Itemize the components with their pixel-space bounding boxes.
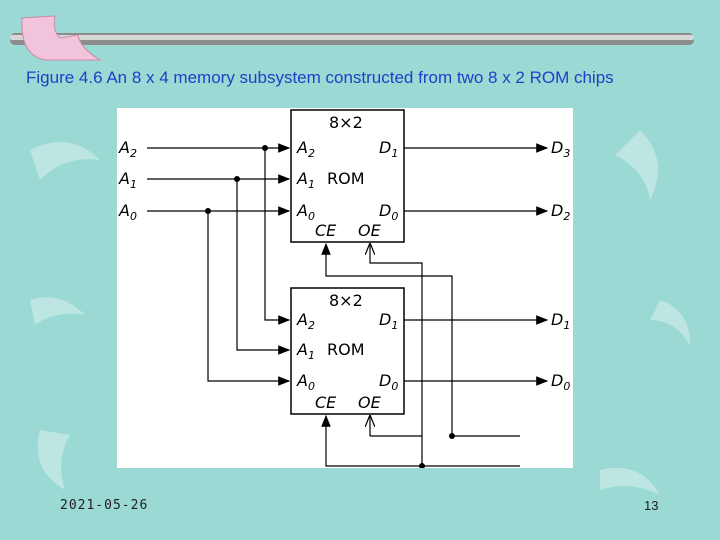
chip-bottom-pin-a0: A0 xyxy=(296,371,315,393)
input-label-a0: A0 xyxy=(118,201,137,223)
chip-top-pin-a1: A1 xyxy=(296,169,315,191)
chip-top-pin-a0: A0 xyxy=(296,201,315,223)
wire-a0-bottom xyxy=(207,211,291,386)
chip-top-pin-d1: D1 xyxy=(379,138,398,160)
chip-top-pin-d0: D0 xyxy=(379,201,398,223)
output-label-d1: D1 xyxy=(551,310,570,332)
wire-a1-bottom xyxy=(236,179,291,355)
rom-chip-top xyxy=(290,109,405,243)
rom-chip-bottom xyxy=(290,287,405,415)
chip-bottom-pin-d0: D0 xyxy=(379,371,398,393)
chip-bottom-pin-d1: D1 xyxy=(379,310,398,332)
boomerang-decorations xyxy=(30,130,690,495)
chip-top-pin-a2: A2 xyxy=(296,138,315,160)
junction-oe xyxy=(419,463,425,469)
chip-bottom-pin-a2: A2 xyxy=(296,310,315,332)
footer-date: 2021-05-26 xyxy=(60,498,149,513)
chip-bottom-type: ROM xyxy=(327,340,365,359)
junction-ce xyxy=(449,433,455,439)
chip-top-pin-ce: CE xyxy=(315,221,337,240)
chip-bottom-size: 8×2 xyxy=(329,291,363,310)
chip-bottom-pin-ce: CE xyxy=(315,393,337,412)
output-label-d3: D3 xyxy=(551,138,570,160)
input-label-a2: A2 xyxy=(118,138,137,160)
chip-top-size: 8×2 xyxy=(329,113,363,132)
input-label-a1: A1 xyxy=(118,169,137,191)
chip-top-type: ROM xyxy=(327,169,365,188)
wire-a2-bottom xyxy=(264,148,291,325)
wire-ce-bottom xyxy=(321,414,520,467)
memory-circuit-diagram: A2 A1 A0 8×2 A2 A1 ROM A0 D1 D0 CE OE 8×… xyxy=(118,109,570,469)
chip-bottom-pin-oe: OE xyxy=(358,393,382,412)
diagram-panel: A2 A1 A0 8×2 A2 A1 ROM A0 D1 D0 CE OE 8×… xyxy=(117,108,573,469)
chip-top-pin-oe: OE xyxy=(358,221,382,240)
page-number: 13 xyxy=(644,498,659,513)
wire-oe-top xyxy=(370,244,423,466)
output-label-d2: D2 xyxy=(551,201,570,223)
wire-ce-top xyxy=(321,242,453,436)
output-label-d0: D0 xyxy=(551,371,570,393)
chip-bottom-pin-a1: A1 xyxy=(296,340,315,362)
slide-title: Figure 4.6 An 8 x 4 memory subsystem con… xyxy=(26,68,614,87)
ribbon-logo xyxy=(21,15,102,61)
header-bar-highlight xyxy=(10,35,694,40)
